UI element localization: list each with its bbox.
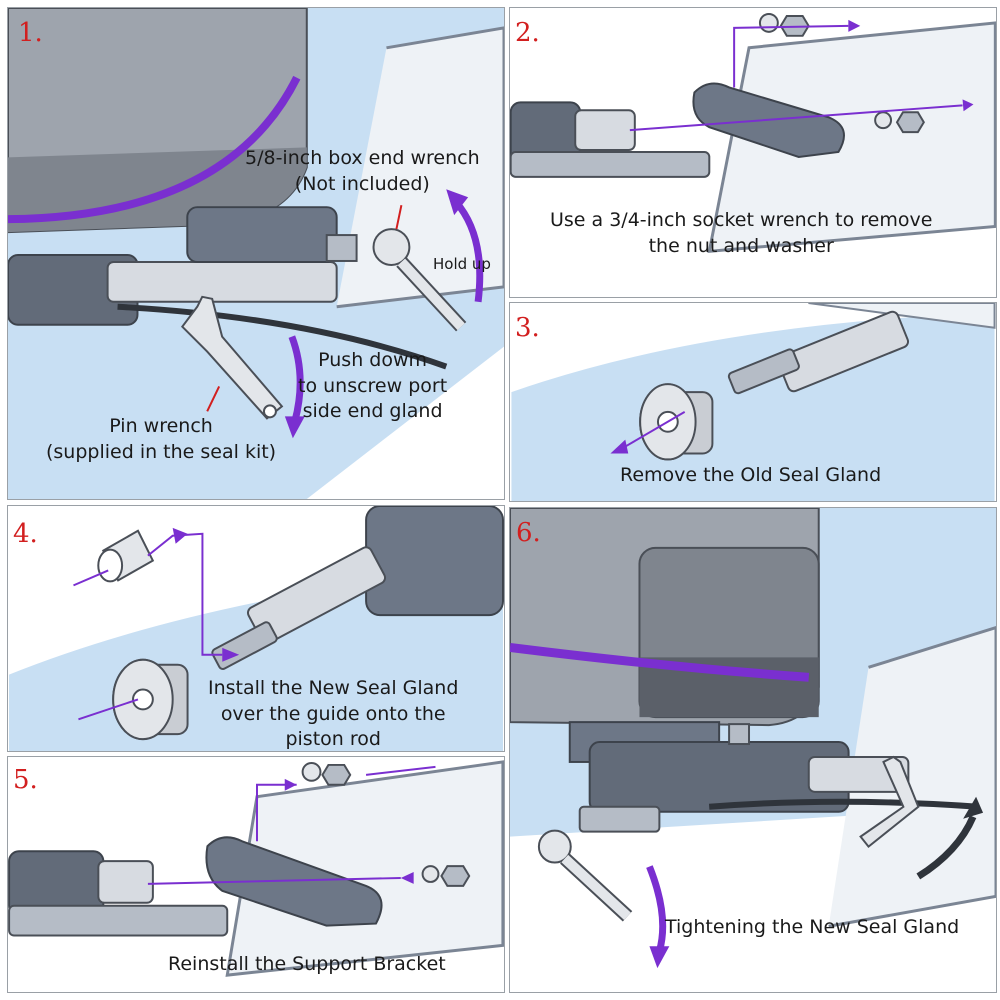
hold-up-label: Hold up — [433, 255, 491, 273]
panel-step-3: 3. Remove the Old Seal Gland — [509, 302, 997, 502]
step-number-4: 4. — [13, 519, 38, 549]
panel-step-2: 2. Use a 3/4-inch socket wrench to remov… — [509, 7, 997, 298]
panel-step-6: 6. Tightening the New Seal Gland — [509, 507, 997, 993]
panel-3-illustration — [511, 303, 996, 501]
pin-wrench-label: Pin wrench(supplied in the seal kit) — [46, 415, 277, 463]
step-5-caption: Reinstall the Support Bracket — [168, 953, 446, 975]
step-number-6: 6. — [516, 518, 541, 548]
panel-step-1: 1. 5/8-inch box end wrench(Not included)… — [7, 7, 505, 500]
panel-6-illustration — [510, 508, 996, 992]
panel-2-illustration — [510, 12, 996, 253]
step-6-caption: Tightening the New Seal Gland — [665, 916, 960, 938]
step-number-1: 1. — [18, 18, 43, 48]
box-end-wrench-label: 5/8-inch box end wrench(Not included) — [245, 147, 480, 195]
step-number-2: 2. — [515, 18, 540, 48]
step-number-5: 5. — [13, 765, 38, 795]
step-number-3: 3. — [515, 313, 540, 343]
panel-1-illustration — [8, 8, 504, 499]
step-3-caption: Remove the Old Seal Gland — [620, 464, 882, 486]
panel-5-illustration — [8, 760, 504, 977]
panel-4-illustration — [9, 506, 504, 751]
panel-step-5: 5. Reinstall the Support Bracket — [7, 756, 505, 993]
